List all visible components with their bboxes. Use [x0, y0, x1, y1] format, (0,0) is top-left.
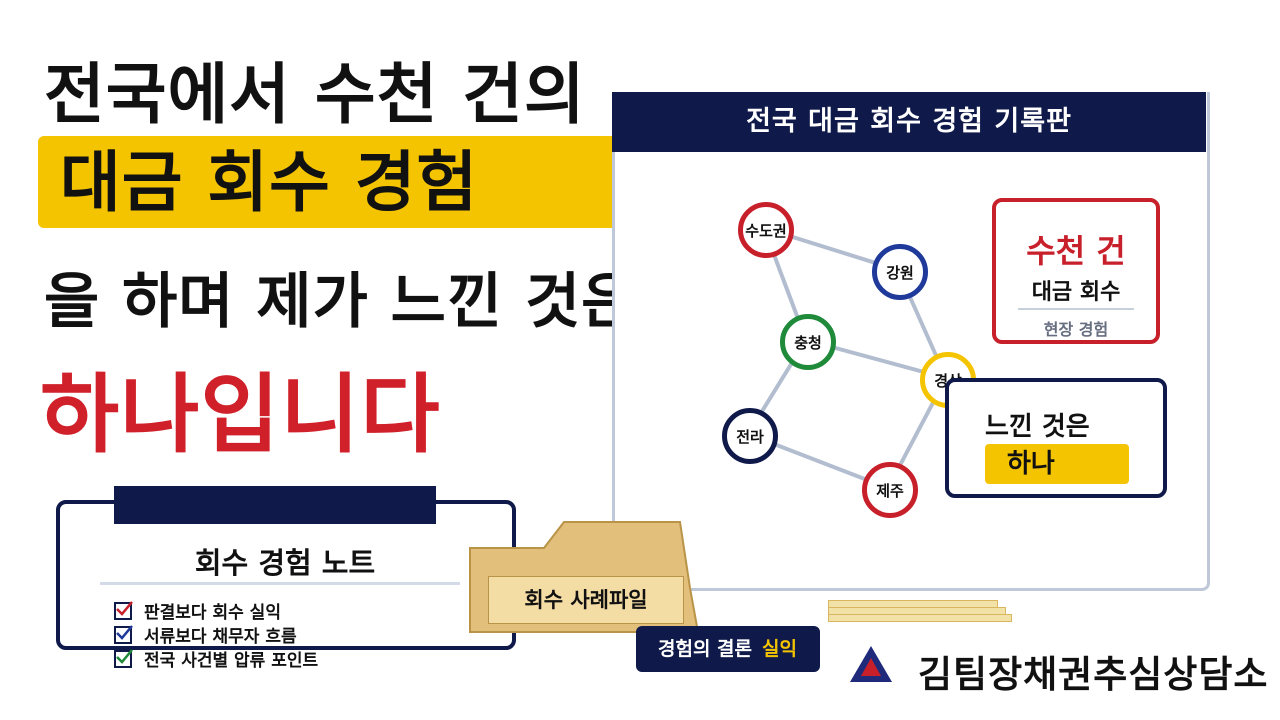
headline-line-3: 을 하며 제가 느낀 것은 — [44, 267, 638, 337]
case-count-divider — [1018, 308, 1134, 310]
note-card-title: 회수 경험 노트 — [194, 546, 376, 580]
lesson-answer: 하나 — [985, 444, 1129, 484]
checkbox-checked-icon — [114, 600, 133, 620]
region-node-gangwon: 강원 — [872, 244, 928, 300]
case-count-box: 수천 건 대금 회수 현장 경험 — [992, 198, 1160, 344]
case-file-label: 회수 사례파일 — [488, 576, 684, 624]
lesson-label: 느낀 것은 — [985, 412, 1090, 442]
region-node-jeju: 제주 — [862, 462, 918, 518]
headline-line-2: 대금 회수 경험 — [60, 144, 479, 221]
headline-line-4: 하나입니다 — [40, 365, 441, 465]
paper-stack — [828, 614, 1012, 622]
brand-name: 김팀장채권추심상담소 — [918, 652, 1269, 696]
region-node-chungcheong: 충청 — [780, 314, 836, 370]
note-item: 서류보다 채무자 흐름 — [114, 622, 297, 647]
conclusion-prefix: 경험의 결론 — [658, 638, 753, 660]
checkbox-checked-icon — [114, 648, 133, 668]
case-count-sub: 대금 회수 — [1031, 280, 1121, 305]
case-count-main: 수천 건 — [1026, 232, 1126, 270]
note-card-divider — [100, 582, 460, 585]
note-item: 판결보다 회수 실익 — [114, 598, 281, 623]
board-title: 전국 대금 회수 경험 기록판 — [612, 92, 1206, 152]
note-item: 전국 사건별 압류 포인트 — [114, 646, 318, 671]
headline-line-1: 전국에서 수천 건의 — [44, 56, 586, 133]
case-count-note: 현장 경험 — [1043, 320, 1109, 339]
conclusion-accent: 실익 — [762, 638, 797, 660]
checkbox-checked-icon — [114, 624, 133, 644]
lesson-box: 느낀 것은 하나 — [945, 378, 1167, 498]
conclusion-banner: 경험의 결론 실익 — [636, 626, 820, 672]
region-node-jeolla: 전라 — [722, 408, 778, 464]
region-node-capital: 수도권 — [738, 202, 794, 258]
headline-highlight-bar — [38, 136, 624, 228]
note-card-tab — [114, 486, 436, 524]
brand-logo-icon — [850, 646, 892, 682]
